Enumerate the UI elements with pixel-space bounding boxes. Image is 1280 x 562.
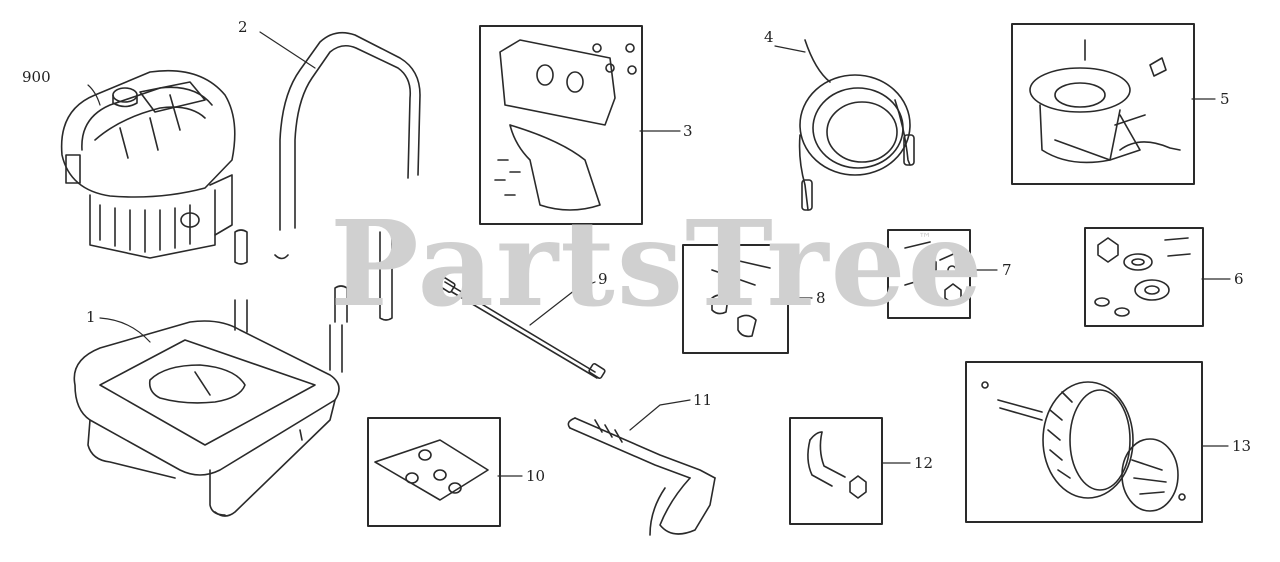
part-nozzle-kit[interactable] <box>375 440 488 500</box>
callout-bearing-kit[interactable]: 6 <box>1234 270 1244 288</box>
part-engine[interactable] <box>62 71 235 258</box>
callout-clamp-kit[interactable]: 8 <box>816 289 826 307</box>
callout-pump[interactable]: 5 <box>1220 90 1230 108</box>
trademark-symbol: ™ <box>918 231 932 247</box>
part-bearing-kit[interactable] <box>1095 238 1190 316</box>
part-hose[interactable] <box>800 40 914 210</box>
callout-hook-kit[interactable]: 12 <box>914 454 934 472</box>
callout-spray-gun[interactable]: 11 <box>693 391 713 409</box>
callout-handle[interactable]: 2 <box>238 18 248 36</box>
part-frame[interactable] <box>74 300 342 516</box>
part-handle[interactable] <box>235 33 420 322</box>
callout-frame[interactable]: 1 <box>86 308 96 326</box>
part-lance[interactable] <box>438 277 605 379</box>
part-bracket-kit[interactable] <box>495 40 636 210</box>
leader-lines <box>88 32 1230 476</box>
part-pump[interactable] <box>1030 40 1180 162</box>
part-screw-kit[interactable] <box>905 242 961 304</box>
part-clamp-kit[interactable] <box>712 260 770 336</box>
callout-engine[interactable]: 900 <box>22 68 51 86</box>
callout-nozzle-kit[interactable]: 10 <box>526 467 546 485</box>
part-spray-gun[interactable] <box>568 418 715 535</box>
part-hook-kit[interactable] <box>808 432 866 498</box>
callout-lance[interactable]: 9 <box>598 270 608 288</box>
callout-hose[interactable]: 4 <box>764 28 774 46</box>
part-wheel[interactable] <box>982 382 1185 511</box>
callout-bracket-kit[interactable]: 3 <box>683 122 693 140</box>
callout-screw-kit[interactable]: 7 <box>1002 261 1012 279</box>
callout-wheel[interactable]: 13 <box>1232 437 1252 455</box>
